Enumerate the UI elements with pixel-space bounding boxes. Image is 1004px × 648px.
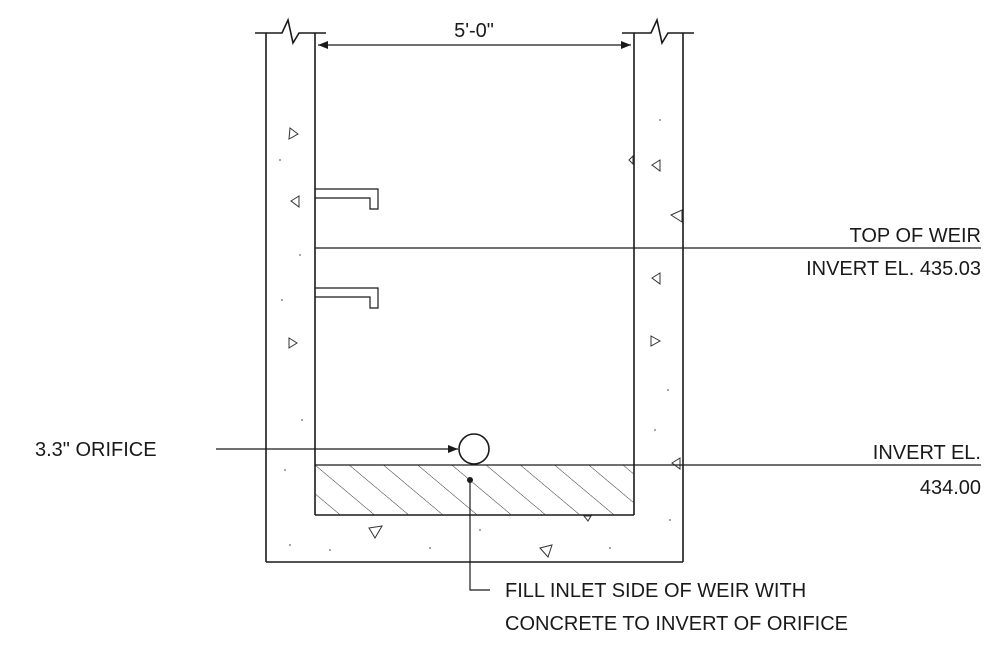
fill-note-leader-dot xyxy=(467,477,473,483)
aggregate-marks xyxy=(279,119,683,558)
concrete-fill-hatch xyxy=(315,465,634,515)
left-break-symbol xyxy=(255,17,326,46)
ladder-rung-lower xyxy=(315,287,379,309)
fill-note-leader xyxy=(469,480,490,591)
fill-note-line1: FILL INLET SIDE OF WEIR WITH xyxy=(505,580,806,602)
top-of-weir-label: TOP OF WEIR xyxy=(850,225,982,247)
invert-label-line1: INVERT EL. xyxy=(873,442,981,464)
right-break-symbol xyxy=(622,17,694,46)
ladder-rungs xyxy=(315,188,379,309)
dimension-label: 5'-0" xyxy=(454,20,494,42)
fill-note-line2: CONCRETE TO INVERT OF ORIFICE xyxy=(505,613,848,635)
top-of-weir-invert-label: INVERT EL. 435.03 xyxy=(806,258,981,280)
orifice-label: 3.3" ORIFICE xyxy=(35,439,157,461)
ladder-rung-upper xyxy=(315,188,379,210)
invert-label-line2: 434.00 xyxy=(920,477,981,499)
orifice-circle xyxy=(458,433,490,465)
